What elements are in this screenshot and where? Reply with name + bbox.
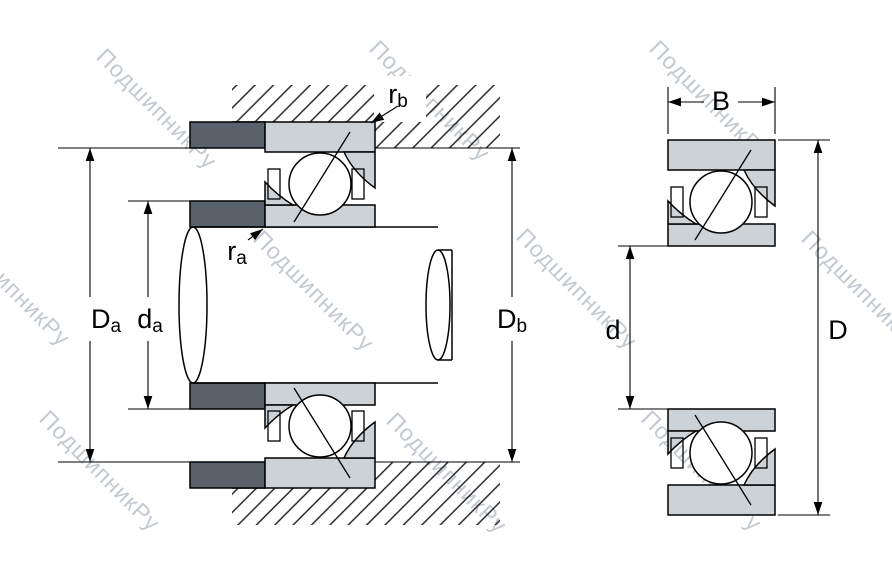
outer-ring-bottom — [667, 484, 776, 516]
dimension-Da: Da — [58, 147, 190, 463]
bearing-section-top — [264, 121, 376, 228]
watermark-text: ПодшипникРу — [248, 225, 379, 356]
ball-bottom — [288, 394, 352, 458]
inner-ring-shoulder-bottom — [667, 430, 699, 456]
bearing-section-bottom — [667, 408, 776, 516]
outer-ring-shoulder-top — [342, 151, 376, 190]
shaft-end-face — [178, 226, 208, 384]
bearing-section-top — [667, 139, 776, 247]
label-Da: Da — [91, 304, 122, 337]
cage-pocket — [670, 186, 684, 218]
cage-pocket — [351, 168, 365, 200]
spacer-inner-bottom — [189, 382, 266, 410]
watermark-text: ПодшипникРу — [34, 405, 165, 536]
ball-top — [288, 152, 352, 216]
shaft-shoulder-face — [425, 249, 451, 361]
spacer-outer-bottom — [189, 461, 266, 489]
outer-ring-top — [264, 121, 376, 153]
dimension-Db: Db — [497, 148, 527, 462]
outer-ring-bottom — [264, 457, 376, 489]
label-Db: Db — [497, 304, 527, 337]
left-figure: Da da Db rb ra — [58, 76, 527, 525]
ball-top — [689, 170, 753, 234]
watermark-text: ПодшипникРу — [0, 220, 76, 351]
label-da: da — [137, 304, 163, 337]
contact-angle-line — [694, 149, 752, 241]
contact-angle-line — [293, 131, 351, 223]
dimension-d: d — [605, 245, 670, 410]
bearing-section-bottom — [264, 382, 376, 489]
housing-hatch-top — [232, 85, 500, 148]
label-D: D — [828, 315, 848, 345]
dimension-D: D — [778, 139, 848, 516]
spacer-inner-top — [189, 200, 266, 228]
dimension-B: B — [667, 86, 776, 134]
dimension-da: da — [128, 200, 190, 410]
cage-pocket — [351, 410, 365, 442]
inner-ring-shoulder-top — [667, 199, 699, 225]
ball-bottom — [689, 421, 753, 485]
cage-pocket — [267, 168, 281, 200]
cage-pocket — [754, 437, 768, 469]
cage-pocket — [267, 410, 281, 442]
contact-angle-line — [293, 387, 351, 479]
right-figure: B d D — [605, 86, 848, 516]
contact-angle-line — [694, 414, 752, 506]
cage-pocket — [670, 437, 684, 469]
housing-hatch-bottom — [232, 462, 500, 525]
watermark-text: ПодшипникРу — [511, 223, 642, 354]
cage-pocket — [754, 186, 768, 218]
shoulder-spacers — [189, 121, 266, 489]
housing-outline — [232, 121, 520, 489]
label-ra: ra — [227, 236, 247, 269]
label-d: d — [605, 315, 620, 345]
outer-ring-top — [667, 139, 776, 171]
spacer-outer-top — [189, 121, 266, 149]
label-rb: rb — [388, 79, 408, 112]
label-B: B — [712, 86, 730, 116]
callout-ra: ra — [227, 228, 264, 269]
outer-ring-shoulder-bottom — [342, 420, 376, 459]
watermark-text: ПодшипникРу — [91, 43, 222, 174]
callout-rb: rb — [370, 79, 408, 124]
